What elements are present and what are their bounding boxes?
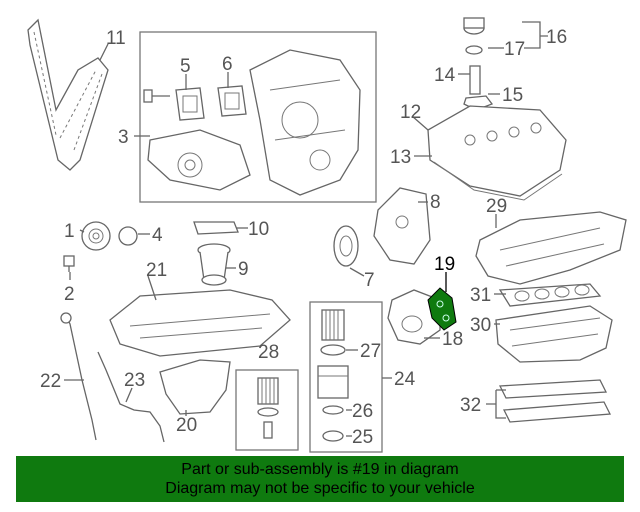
dipstick-tube xyxy=(97,351,165,443)
callout-4: 4 xyxy=(152,225,163,246)
callout-18: 18 xyxy=(442,329,463,350)
callout-12: 12 xyxy=(400,102,421,123)
crank-pulley xyxy=(81,221,111,251)
bolt xyxy=(143,89,170,103)
timing-cover xyxy=(249,49,361,196)
lower-oil-pan xyxy=(159,359,231,415)
callout-26: 26 xyxy=(352,401,373,422)
gasket-6 xyxy=(217,85,247,117)
lower-intake-manifold xyxy=(495,305,613,363)
callout-24: 24 xyxy=(394,369,416,390)
callout-15: 15 xyxy=(502,85,523,106)
callout-16: 16 xyxy=(546,27,567,48)
dipstick xyxy=(60,312,97,441)
callout-25: 25 xyxy=(352,427,373,448)
timing-cover-box xyxy=(139,31,377,203)
timing-chain xyxy=(27,18,109,171)
part-19-highlighted xyxy=(427,287,457,331)
callout-11: 11 xyxy=(106,28,126,49)
exhaust-gaskets xyxy=(498,379,612,423)
pcv-tube xyxy=(463,65,494,111)
callout-28: 28 xyxy=(258,342,279,363)
callout-21: 21 xyxy=(146,260,167,281)
callout-27: 27 xyxy=(360,341,381,362)
filter-element-24 xyxy=(317,309,349,442)
callout-6: 6 xyxy=(222,54,233,75)
info-banner: Part or sub-assembly is #19 in diagram D… xyxy=(16,456,624,502)
callout-29: 29 xyxy=(486,196,507,217)
callout-10: 10 xyxy=(248,219,269,240)
oil-filler-cap xyxy=(463,17,485,55)
callout-13: 13 xyxy=(390,147,411,168)
seal-7 xyxy=(333,225,359,267)
callout-19: 19 xyxy=(434,254,455,275)
chain-cover-8 xyxy=(373,187,431,265)
callout-32: 32 xyxy=(460,395,481,416)
callout-20: 20 xyxy=(176,415,197,436)
upper-oil-pan xyxy=(109,289,291,357)
intake-manifold xyxy=(475,211,627,285)
banner-line-1: Part or sub-assembly is #19 in diagram xyxy=(181,461,459,478)
exploded-parts-diagram: 11 3 5 6 12 13 14 15 16 17 8 7 1 4 2 10 … xyxy=(27,17,627,453)
callout-30: 30 xyxy=(470,315,491,336)
callout-31: 31 xyxy=(470,285,491,306)
callout-3: 3 xyxy=(118,127,129,148)
callout-1: 1 xyxy=(64,221,75,242)
callout-17: 17 xyxy=(504,39,525,60)
filter-element-28 xyxy=(257,377,279,439)
banner-line-2: Diagram may not be specific to your vehi… xyxy=(165,480,475,497)
callout-2: 2 xyxy=(64,284,75,305)
gasket-5 xyxy=(175,87,205,121)
leader-lines xyxy=(64,21,548,437)
callout-22: 22 xyxy=(40,371,61,392)
valve-cover xyxy=(427,105,567,201)
water-pump xyxy=(147,129,251,191)
callout-labels: 11 3 5 6 12 13 14 15 16 17 8 7 1 4 2 10 … xyxy=(40,27,567,448)
oil-filter-housing xyxy=(387,289,441,345)
callout-9: 9 xyxy=(238,259,249,280)
filter-element-box xyxy=(235,369,299,451)
oil-filter-box xyxy=(309,301,383,453)
callout-5: 5 xyxy=(180,56,191,77)
strainer-gasket xyxy=(193,221,239,235)
oil-strainer xyxy=(197,243,231,286)
callout-8: 8 xyxy=(430,192,441,213)
callout-7: 7 xyxy=(364,270,375,291)
o-ring-4 xyxy=(118,226,138,246)
callout-14: 14 xyxy=(434,65,456,86)
callout-23: 23 xyxy=(124,370,145,391)
intake-gasket xyxy=(498,283,602,307)
bolt-2 xyxy=(63,255,75,272)
